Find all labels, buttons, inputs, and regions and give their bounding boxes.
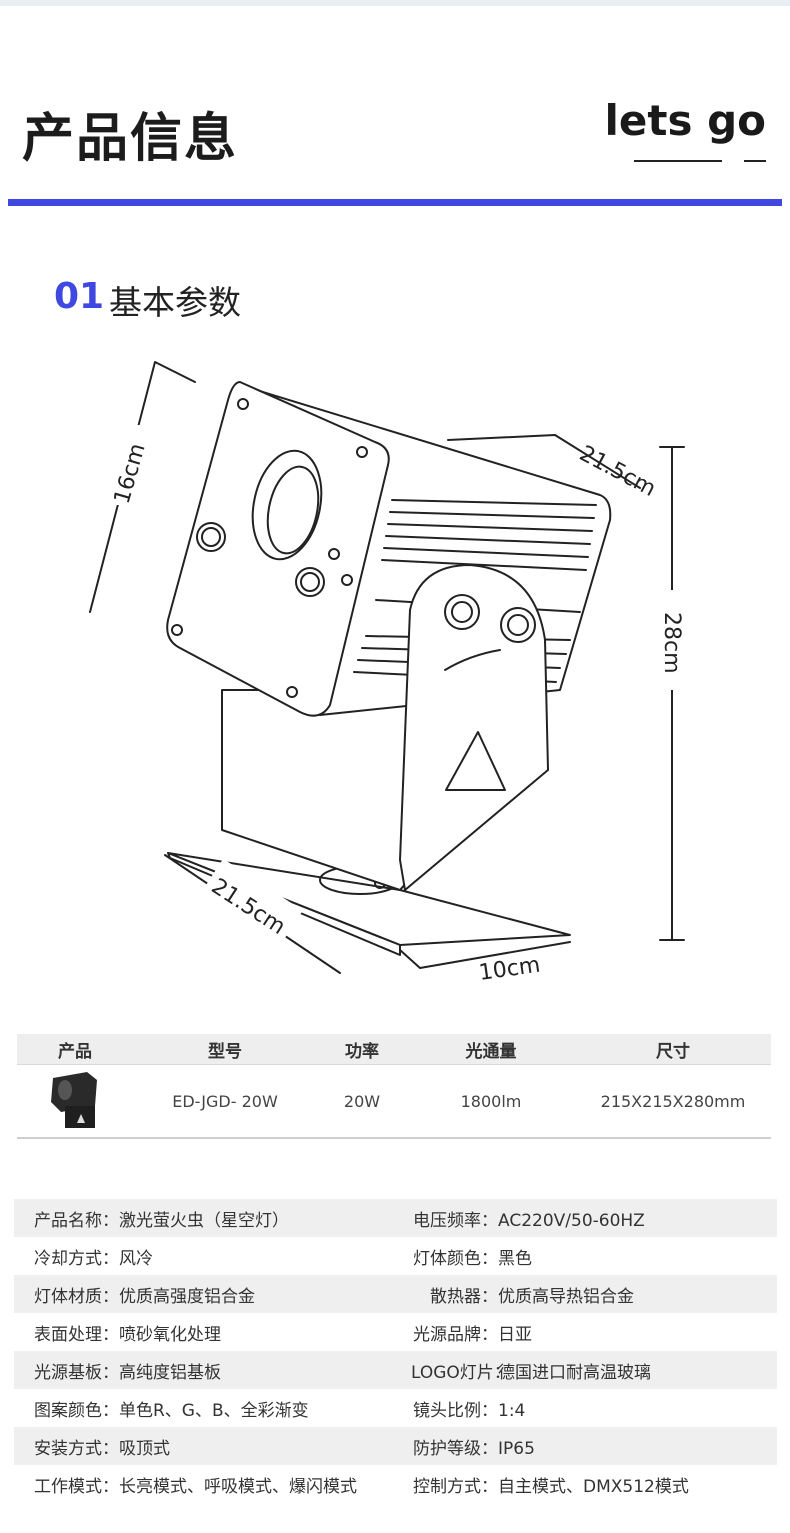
spec-value: 风冷 [119, 1248, 153, 1269]
product-thumbnail [51, 1072, 97, 1128]
spec-label: 冷却方式： [34, 1248, 119, 1269]
spec-value: 日亚 [498, 1324, 532, 1345]
spec-value: 吸顶式 [119, 1438, 170, 1459]
spec-label: 工作模式： [34, 1476, 119, 1497]
spec-label: 散热器： [430, 1286, 498, 1307]
spec-row: 工作模式：长亮模式、呼吸模式、爆闪模式 控制方式：自主模式、DMX512模式 [14, 1465, 777, 1503]
section-title: 基本参数 [109, 283, 241, 322]
spec-value: 长亮模式、呼吸模式、爆闪模式 [119, 1476, 357, 1497]
spec-label: 电压频率： [413, 1210, 498, 1231]
cell-model: ED-JGD- 20W [172, 1091, 278, 1111]
spec-label: 光源品牌： [413, 1324, 498, 1345]
header-divider [8, 199, 782, 206]
spec-label: 安装方式： [34, 1438, 119, 1459]
spec-label: 灯体材质： [34, 1286, 119, 1307]
spec-value: 激光萤火虫（星空灯） [119, 1210, 289, 1231]
spec-row: 安装方式：吸顶式 防护等级：IP65 [14, 1427, 777, 1465]
spec-value: 优质高强度铝合金 [119, 1286, 255, 1307]
header-product: 产品 [58, 1041, 92, 1062]
spec-row: 表面处理：喷砂氧化处理 光源品牌：日亚 [14, 1313, 777, 1351]
cell-size: 215X215X280mm [600, 1091, 746, 1111]
spec-row: 光源基板：高纯度铝基板 LOGO灯片：德国进口耐高温玻璃 [14, 1351, 777, 1389]
section-number: 01 [54, 276, 105, 317]
page-title: 产品信息 [22, 109, 239, 169]
spec-list: 产品名称：激光萤火虫（星空灯） 电压频率：AC220V/50-60HZ 冷却方式… [14, 1199, 777, 1503]
spec-value: 自主模式、DMX512模式 [498, 1476, 689, 1497]
spec-value: 高纯度铝基板 [119, 1362, 221, 1383]
spec-value: 单色R、G、B、全彩渐变 [119, 1400, 309, 1421]
front-bracket [399, 564, 549, 891]
header-size: 尺寸 [656, 1041, 690, 1062]
spec-value: 德国进口耐高温玻璃 [498, 1362, 651, 1383]
product-table-header: 产品 型号 功率 光通量 尺寸 [17, 1034, 771, 1064]
front-face [166, 381, 390, 717]
spec-value: IP65 [498, 1438, 535, 1459]
spec-value: 优质高导热铝合金 [498, 1286, 634, 1307]
spec-label: 镜头比例： [413, 1400, 498, 1421]
brand-underline [634, 160, 722, 162]
spec-label: 产品名称： [34, 1210, 119, 1231]
spec-row: 灯体材质：优质高强度铝合金 散热器：优质高导热铝合金 [14, 1275, 777, 1313]
spec-label: 表面处理： [34, 1324, 119, 1345]
spec-row: 产品名称：激光萤火虫（星空灯） 电压频率：AC220V/50-60HZ [14, 1199, 777, 1237]
brand-underline-short [744, 160, 766, 162]
spec-row: 图案颜色：单色R、G、B、全彩渐变 镜头比例：1:4 [14, 1389, 777, 1427]
top-strip [0, 0, 790, 6]
spec-label: LOGO灯片： [411, 1362, 511, 1383]
lens [251, 449, 323, 561]
cell-lumen: 1800lm [460, 1091, 522, 1111]
header-power: 功率 [345, 1041, 379, 1062]
table-row: ED-JGD- 20W 20W 1800lm 215X215X280mm [17, 1064, 771, 1139]
dim-height: 28cm [659, 612, 684, 674]
product-dimension-diagram: 16cm 21.5cm 28cm 21.5cm 10cm [89, 361, 685, 986]
header-model: 型号 [208, 1041, 242, 1062]
brand-text: lets go [604, 96, 767, 145]
spec-value: 1:4 [498, 1400, 526, 1421]
spec-label: 光源基板： [34, 1362, 119, 1383]
spec-value: AC220V/50-60HZ [498, 1210, 645, 1231]
spec-label: 图案颜色： [34, 1400, 119, 1421]
product-thumbnail-cell [17, 1068, 133, 1134]
spec-label: 灯体颜色： [413, 1248, 498, 1269]
cell-power: 20W [343, 1091, 381, 1111]
header-lumen: 光通量 [465, 1041, 517, 1062]
dim-base-right: 10cm [477, 953, 541, 986]
spec-value: 黑色 [498, 1248, 532, 1269]
spec-label: 控制方式： [413, 1476, 498, 1497]
spec-value: 喷砂氧化处理 [119, 1324, 221, 1345]
product-table: 产品 型号 功率 光通量 尺寸 ED-JGD- 20W 20W 1800lm 2… [17, 1034, 771, 1139]
spec-row: 冷却方式：风冷 灯体颜色：黑色 [14, 1237, 777, 1275]
spec-label: 防护等级： [413, 1438, 498, 1459]
